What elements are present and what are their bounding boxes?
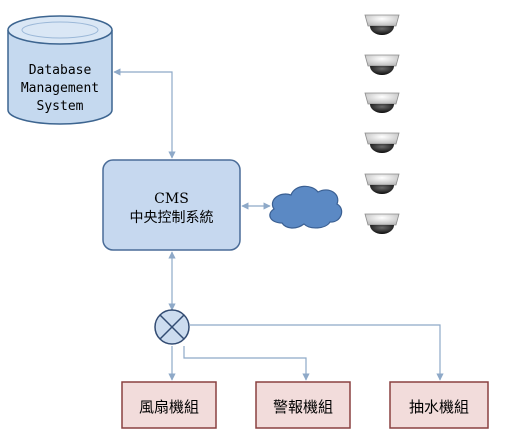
unit-box-pump bbox=[389, 381, 489, 429]
unit-box-fan bbox=[121, 381, 217, 429]
database-label-line2: Management bbox=[20, 81, 100, 96]
dome-camera-icon bbox=[364, 173, 400, 194]
dome-camera-icon bbox=[364, 14, 400, 35]
unit-label-fan: 風扇機組 bbox=[138, 398, 199, 416]
database-label-line1: Database bbox=[28, 63, 92, 78]
database-label-line3: System bbox=[36, 99, 84, 114]
dome-camera-icon bbox=[364, 132, 400, 153]
switch-icon bbox=[154, 309, 190, 345]
dome-camera-icon bbox=[364, 54, 400, 75]
connectors bbox=[113, 68, 444, 381]
unit-label-alarm: 警報機組 bbox=[272, 398, 333, 416]
cloud-icon bbox=[269, 185, 343, 229]
database-icon bbox=[7, 15, 113, 125]
unit-label-pump: 抽水機組 bbox=[408, 398, 469, 416]
camera-column bbox=[364, 14, 400, 234]
connector-cms-database bbox=[113, 68, 176, 159]
connector-switch-unit-3 bbox=[190, 324, 444, 381]
unit-box-alarm bbox=[255, 381, 351, 429]
cms-label: CMS 中央控制系統 bbox=[103, 190, 240, 228]
cms-box bbox=[102, 159, 241, 251]
cms-title: CMS bbox=[154, 191, 189, 207]
dome-camera-icon bbox=[364, 92, 400, 113]
database-label: Database Management System bbox=[8, 62, 112, 116]
dome-camera-icon bbox=[364, 213, 400, 234]
cms-subtitle: 中央控制系統 bbox=[129, 210, 214, 226]
connector-switch-unit-2 bbox=[183, 346, 310, 381]
